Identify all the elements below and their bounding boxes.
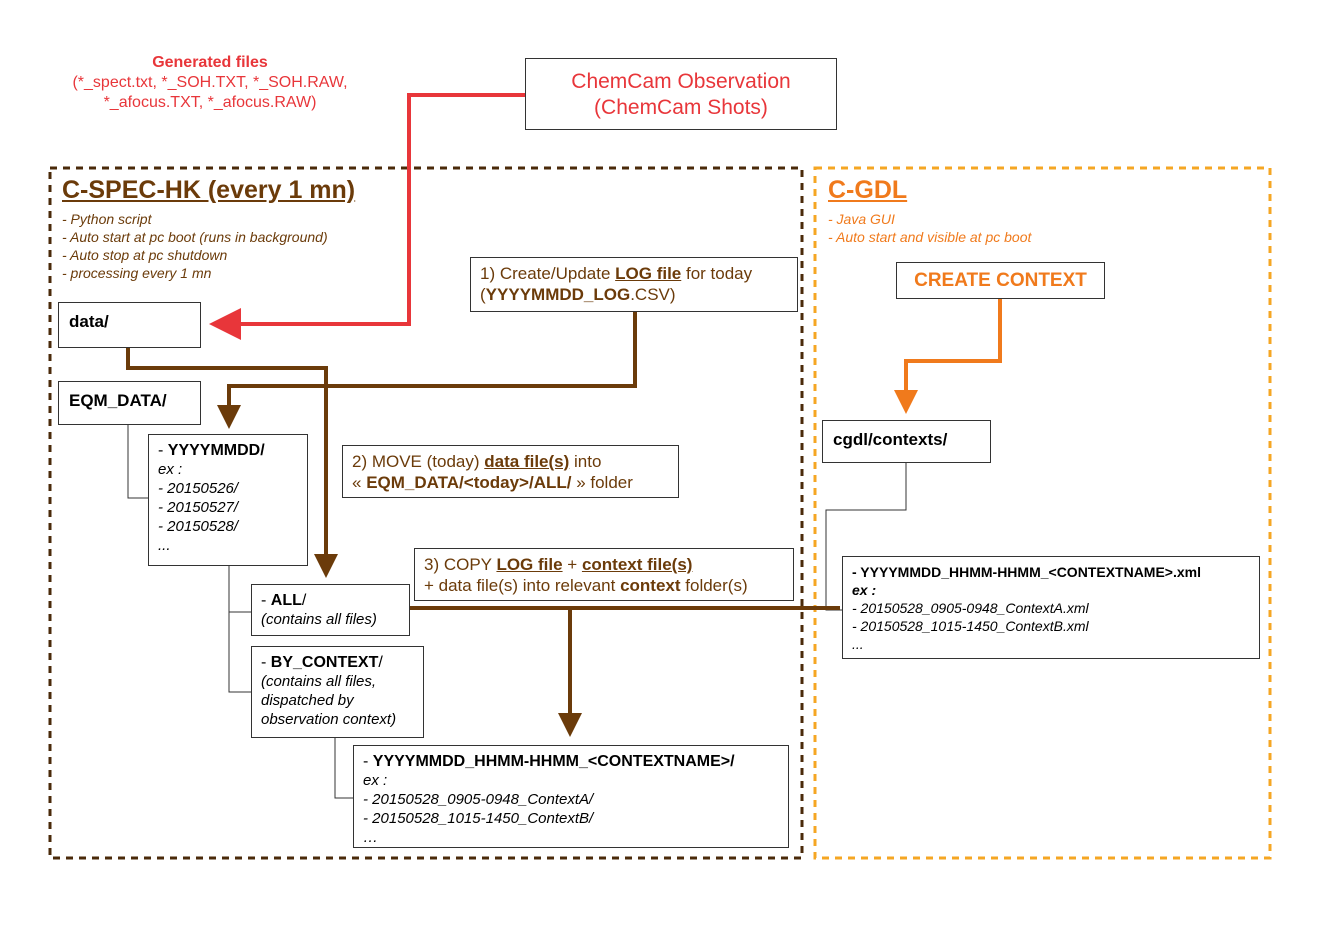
step3-log-file: LOG file: [496, 555, 563, 574]
date-folder-item: - 20150528/: [158, 518, 239, 535]
chemcam-line1: ChemCam Observation: [571, 70, 791, 93]
context-xml-item: - 20150528_0905-0948_ContextA.xml: [852, 600, 1089, 616]
date-folder-box: - YYYYMMDD/ ex : - 20150526/ - 20150527/…: [148, 434, 308, 566]
step3-line2b: folder(s): [680, 576, 748, 595]
cgdl-note: - Java GUI: [828, 211, 895, 227]
all-folder-dash: -: [261, 592, 271, 609]
eqm-data-folder: EQM_DATA/: [58, 381, 201, 425]
generated-files-title: Generated files: [152, 54, 268, 71]
by-context-dash: -: [261, 654, 271, 671]
step2-data-files: data file(s): [484, 452, 570, 471]
data-folder: data/: [58, 302, 201, 348]
all-folder-name: ALL: [270, 592, 302, 609]
context-xml-item: ...: [852, 636, 864, 652]
cspec-notes: - Python script - Auto start at pc boot …: [62, 210, 328, 282]
context-folder-item: - 20150528_1015-1450_ContextB/: [363, 810, 594, 827]
date-folder-ex: ex :: [158, 461, 183, 478]
cspec-note: - Auto start at pc boot (runs in backgro…: [62, 229, 328, 245]
date-folder-name: YYYYMMDD/: [167, 442, 265, 459]
tree-line-byctx-ctx: [334, 738, 353, 799]
all-folder-desc: (contains all files): [261, 611, 377, 628]
context-folder-box: - YYYYMMDD_HHMM-HHMM_<CONTEXTNAME>/ ex :…: [353, 745, 789, 848]
by-context-name: BY_CONTEXT: [270, 654, 379, 671]
step2-open: «: [352, 473, 367, 492]
by-context-desc: observation context): [261, 711, 397, 728]
by-context-folder-box: - BY_CONTEXT/ (contains all files, dispa…: [251, 646, 424, 738]
context-folder-dash: -: [363, 753, 373, 770]
all-folder-box: - ALL/ (contains all files): [251, 584, 410, 636]
date-folder-item: - 20150526/: [158, 480, 239, 497]
step1-box: 1) Create/Update LOG file for today (YYY…: [470, 257, 798, 312]
step1-open: (: [480, 285, 486, 304]
context-folder-head: - YYYYMMDD_HHMM-HHMM_<CONTEXTNAME>/: [363, 752, 779, 771]
context-folder-item: …: [363, 829, 378, 846]
arrow-log-to-date: [217, 312, 637, 429]
cgdl-contexts-folder: cgdl/contexts/: [822, 420, 991, 463]
step1-mid: for today: [681, 264, 753, 283]
cspec-note: - Auto stop at pc shutdown: [62, 247, 228, 263]
cspec-group-border: [48, 166, 804, 860]
step3-prefix: 3) COPY: [424, 555, 497, 574]
context-folder-name: YYYYMMDD_HHMM-HHMM_<CONTEXTNAME>/: [372, 753, 735, 770]
step2-path: EQM_DATA/<today>/ALL/: [366, 473, 572, 492]
arrow-create-to-contexts: [894, 299, 1002, 414]
step2-mid: into: [569, 452, 602, 471]
all-folder-slash: /: [301, 592, 307, 609]
date-folder-item: ...: [158, 537, 171, 554]
tree-line-date-all: [228, 566, 251, 613]
arrow-chemcam-to-data: [209, 93, 525, 340]
context-xml-box: - YYYYMMDD_HHMM-HHMM_<CONTEXTNAME>.xml e…: [842, 556, 1260, 659]
by-context-desc: (contains all files,: [261, 673, 377, 690]
context-folder-item: - 20150528_0905-0948_ContextA/: [363, 791, 594, 808]
all-folder-head: - ALL/: [261, 591, 400, 610]
context-xml-ex: ex :: [852, 582, 877, 598]
step3-plus: +: [562, 555, 582, 574]
cgdl-title: C-GDL: [828, 176, 908, 204]
step2-box: 2) MOVE (today) data file(s) into « EQM_…: [342, 445, 679, 498]
step3-line2a: + data file(s) into relevant: [424, 576, 621, 595]
cgdl-notes: - Java GUI - Auto start and visible at p…: [828, 210, 1031, 246]
step2-prefix: 2) MOVE (today): [352, 452, 485, 471]
cspec-note: - Python script: [62, 211, 152, 227]
by-context-desc: dispatched by: [261, 692, 354, 709]
cgdl-group-border: [813, 166, 1272, 860]
context-xml-item: - 20150528_1015-1450_ContextB.xml: [852, 618, 1089, 634]
arrow-data-to-all: [126, 348, 338, 578]
cgdl-note: - Auto start and visible at pc boot: [828, 229, 1032, 245]
step1-log-name: YYYYMMDD_LOG: [485, 285, 631, 304]
generated-files-line1: (*_spect.txt, *_SOH.TXT, *_SOH.RAW,: [72, 74, 348, 91]
generated-files-label: Generated files (*_spect.txt, *_SOH.TXT,…: [30, 53, 390, 113]
date-folder-head: - YYYYMMDD/: [158, 441, 298, 460]
step2-end: » folder: [571, 473, 633, 492]
create-context-box: CREATE CONTEXT: [896, 262, 1105, 299]
chemcam-line2: (ChemCam Shots): [594, 96, 768, 119]
generated-files-line2: *_afocus.TXT, *_afocus.RAW): [103, 94, 317, 111]
step3-context-files: context file(s): [581, 555, 693, 574]
step3-box: 3) COPY LOG file + context file(s) + dat…: [414, 548, 794, 601]
tree-line-date-byctx: [228, 612, 251, 693]
chemcam-observation-box: ChemCam Observation (ChemCam Shots): [525, 58, 837, 130]
context-folder-ex: ex :: [363, 772, 388, 789]
context-xml-head: - YYYYMMDD_HHMM-HHMM_<CONTEXTNAME>.xml: [852, 564, 1201, 580]
tree-line-eqm-date: [127, 425, 148, 499]
date-folder-dash: -: [158, 442, 168, 459]
by-context-folder-head: - BY_CONTEXT/: [261, 653, 414, 672]
step1-prefix: 1) Create/Update: [480, 264, 616, 283]
step3-context-word: context: [620, 576, 681, 595]
cspec-note: - processing every 1 mn: [62, 265, 212, 281]
step1-ext: .CSV): [630, 285, 676, 304]
cspec-title: C-SPEC-HK (every 1 mn): [62, 176, 356, 204]
step1-log-file: LOG file: [615, 264, 682, 283]
date-folder-item: - 20150527/: [158, 499, 239, 516]
by-context-slash: /: [378, 654, 383, 671]
